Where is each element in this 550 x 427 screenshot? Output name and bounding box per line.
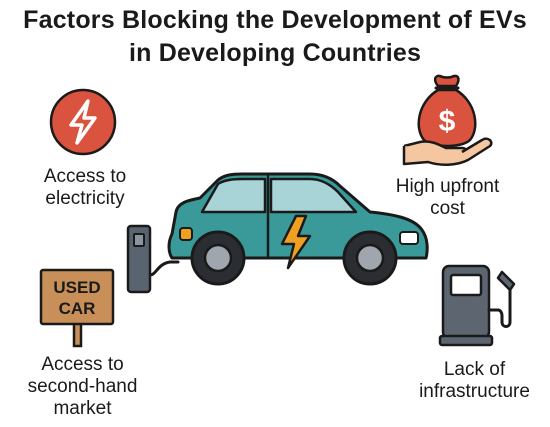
factor-label-line: Access to (41, 354, 124, 375)
sign-line-1: USED (53, 278, 100, 297)
fuel-pump-icon (438, 264, 516, 347)
bolt-on-car-icon (280, 214, 312, 270)
factor-label-line: Access to (43, 166, 127, 187)
sign-line-2: CAR (59, 299, 96, 318)
dollar-sign: $ (439, 105, 456, 138)
factor-label-line: electricity (45, 188, 125, 209)
diagram-title: Factors Blocking the Development of EVs … (0, 4, 550, 70)
money-bag-icon: $ (402, 74, 493, 166)
factor-high-upfront-cost: High upfront cost (385, 176, 510, 220)
title-line-2: in Developing Countries (128, 39, 422, 67)
factor-access-to-electricity: Access to electricity (20, 166, 150, 210)
factor-label-line: High upfront (395, 176, 500, 197)
factor-label-line: market (53, 398, 112, 419)
charging-station-icon (126, 224, 180, 294)
electric-car-icon (167, 172, 429, 286)
title-line-1: Factors Blocking the Development of EVs (23, 6, 527, 34)
lightning-bolt-icon (49, 88, 117, 156)
factor-label-line: second-hand (27, 376, 138, 397)
used-car-sign-icon: USED CAR (39, 268, 115, 348)
factor-lack-of-infrastructure: Lack of infrastructure (402, 359, 547, 403)
factor-label-line: Lack of (443, 359, 506, 380)
factor-second-hand-market: Access to second-hand market (10, 354, 155, 420)
factor-label-line: cost (430, 198, 465, 219)
factor-label-line: infrastructure (419, 381, 530, 402)
